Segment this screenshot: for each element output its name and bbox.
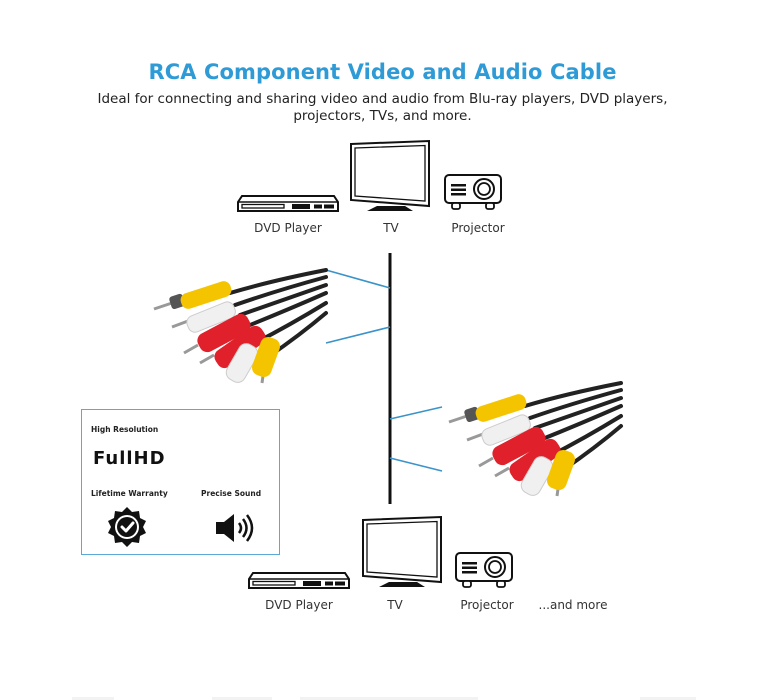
device-label-dvd-player: DVD Player — [254, 221, 322, 235]
device-label-tv: TV — [383, 221, 399, 235]
dvd-player-icon — [237, 195, 339, 212]
device-label-projector: Projector — [460, 598, 514, 612]
connector-line — [325, 269, 391, 289]
rca-cable-right-image — [448, 381, 623, 497]
page-subtitle: Ideal for connecting and sharing video a… — [97, 91, 668, 124]
feature-label-sound: Precise Sound — [201, 489, 262, 498]
fullhd-badge: FullHD — [93, 448, 166, 469]
projector-icon — [444, 174, 502, 210]
rca-cable-left-image — [153, 268, 328, 384]
feature-label-warranty: Lifetime Warranty — [91, 489, 168, 498]
bottom-thumb-bar — [212, 697, 272, 700]
device-label-tv: TV — [387, 598, 403, 612]
device-label-dvd-player: DVD Player — [265, 598, 333, 612]
feature-label-resolution: High Resolution — [91, 425, 159, 434]
badge-check-icon — [108, 507, 146, 547]
features-box: High Resolution FullHD Lifetime Warranty… — [81, 409, 280, 555]
dvd-player-icon — [248, 572, 350, 589]
speaker-icon — [216, 514, 254, 542]
tv-icon — [350, 139, 430, 211]
connector-line — [325, 326, 391, 344]
device-label-projector: Projector — [451, 221, 505, 235]
bottom-thumb-bar — [72, 697, 114, 700]
projector-icon — [455, 552, 513, 588]
connector-line — [389, 406, 443, 420]
bottom-thumb-bar — [640, 697, 696, 700]
tv-icon — [362, 515, 442, 587]
device-label-and-more: ...and more — [538, 598, 608, 612]
bottom-thumb-bar — [300, 697, 478, 700]
connector-line — [389, 457, 443, 472]
page-title: RCA Component Video and Audio Cable — [148, 60, 617, 84]
